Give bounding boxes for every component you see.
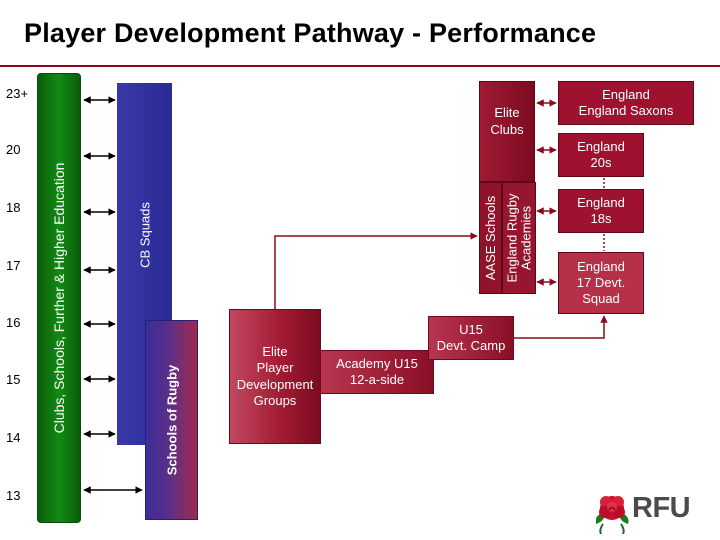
- aase-schools-label: AASE Schools: [482, 195, 498, 281]
- eng-saxons-line-2: England Saxons: [578, 103, 674, 118]
- u15-devt-camp-box: U15 Devt. Camp: [428, 316, 514, 360]
- u15-line-1: U15: [459, 321, 483, 337]
- age-label-23plus: 23+: [6, 86, 29, 101]
- era-line-2: Academies: [518, 205, 533, 271]
- eng-20-line-2: 20s: [590, 155, 612, 170]
- england-rugby-academies-box: England Rugby Academies: [502, 182, 536, 294]
- clubs-schools-bar: Clubs, Schools, Further & Higher Educati…: [37, 73, 81, 523]
- eng-17-line-2: 17 Devt.: [576, 274, 626, 290]
- line-u15-to-eng17: [514, 315, 608, 339]
- schools-of-rugby-bar: Schools of Rugby: [145, 320, 198, 520]
- elite-clubs-line-2: Clubs: [490, 121, 524, 137]
- line-pdg-to-aase: [274, 232, 478, 309]
- title-rule: [0, 65, 720, 67]
- eng-20-line-1: England: [577, 138, 625, 154]
- age-label-15: 15: [6, 372, 21, 387]
- age-label-14: 14: [6, 430, 21, 445]
- eng-18-line-1: England: [577, 194, 625, 210]
- age-label-18: 18: [6, 200, 21, 215]
- england-rugby-academies-label: England Rugby Academies: [504, 193, 533, 283]
- academy-u15-box: Academy U15 12-a-side: [320, 350, 434, 394]
- page-title: Player Development Pathway - Performance: [24, 18, 597, 48]
- rfu-logo-text: RFU: [632, 492, 691, 524]
- elite-player-development-groups-box: Elite Player Development Groups: [229, 309, 321, 444]
- elite-clubs-box: Elite Clubs: [479, 81, 535, 182]
- age-label-20: 20: [6, 142, 21, 157]
- elite-pdg-line-3: Development: [236, 376, 314, 392]
- aase-schools-box: AASE Schools: [479, 182, 502, 294]
- england-18s-box: England 18s: [558, 189, 644, 233]
- age-label-13: 13: [6, 488, 21, 503]
- england-saxons-box: England England Saxons: [558, 81, 694, 125]
- academy-line-2: 12-a-side: [349, 372, 405, 387]
- red-rose-icon: [596, 496, 629, 534]
- eng-17-line-1: England: [577, 258, 625, 274]
- eng-saxons-line-1: England: [602, 86, 650, 102]
- elite-pdg-line-2: Player: [256, 360, 294, 376]
- academy-line-1: Academy U15: [336, 355, 418, 371]
- age-label-16: 16: [6, 315, 21, 330]
- elite-pdg-line-4: Groups: [253, 392, 297, 408]
- u15-line-2: Devt. Camp: [436, 338, 506, 353]
- england-17-devt-squad-box: England 17 Devt. Squad: [558, 252, 644, 314]
- eng-18-line-2: 18s: [590, 211, 612, 226]
- elite-pdg-line-1: Elite: [262, 344, 288, 359]
- era-line-1: England Rugby: [504, 193, 520, 283]
- age-label-17: 17: [6, 258, 21, 273]
- england-20s-box: England 20s: [558, 133, 644, 177]
- eng-17-line-3: Squad: [582, 291, 620, 307]
- elite-clubs-line-1: Elite: [494, 105, 520, 121]
